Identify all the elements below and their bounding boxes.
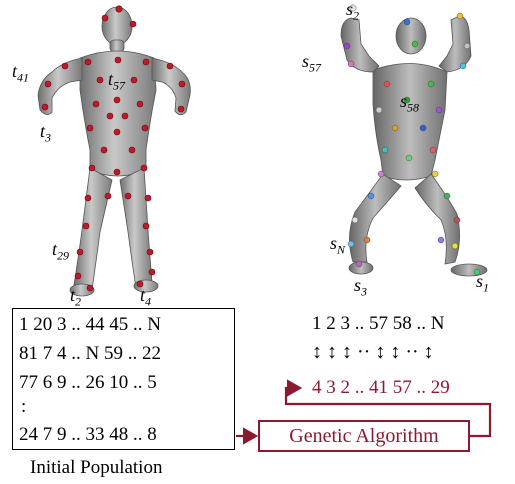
target-index-row: 4 3 2 .. 41 57 .. 29 bbox=[312, 377, 450, 398]
label-sN: sN bbox=[330, 233, 346, 257]
label-s58: s58 bbox=[400, 91, 420, 115]
template-mesh-left bbox=[37, 5, 191, 297]
label-s57: s57 bbox=[302, 51, 322, 75]
genetic-algorithm-box: Genetic Algorithm bbox=[258, 420, 470, 452]
label-s1: s1 bbox=[476, 271, 490, 295]
population-row-ellipsis: : bbox=[21, 396, 27, 417]
label-t2: t2 bbox=[70, 285, 82, 309]
label-t4: t4 bbox=[140, 285, 152, 309]
population-row-2: 81 7 4 .. N 59 .. 22 bbox=[19, 343, 161, 364]
population-row-1: 1 20 3 .. 44 45 .. N bbox=[19, 314, 161, 335]
population-row-last: 24 7 9 .. 33 48 .. 8 bbox=[19, 424, 157, 445]
source-index-row: 1 2 3 .. 57 58 .. N bbox=[312, 313, 445, 334]
label-s3: s3 bbox=[354, 275, 368, 299]
label-t29: t29 bbox=[52, 239, 70, 263]
label-s2: s2 bbox=[346, 0, 360, 23]
initial-population-caption: Initial Population bbox=[30, 457, 163, 478]
arrow-ga-to-mapping bbox=[284, 379, 492, 438]
label-t57: t57 bbox=[108, 69, 126, 93]
label-t3: t3 bbox=[40, 121, 52, 145]
scan-mesh-right bbox=[340, 4, 488, 277]
label-t41: t41 bbox=[12, 61, 30, 85]
initial-population-box: 1 20 3 .. 44 45 .. N 81 7 4 .. N 59 .. 2… bbox=[12, 308, 235, 450]
population-row-3: 77 6 9 .. 26 10 .. 5 bbox=[19, 372, 157, 393]
mapping-arrows-row: ↕ ↕ ↕ ·· ↕ ↕ ·· ↕ bbox=[312, 341, 434, 363]
